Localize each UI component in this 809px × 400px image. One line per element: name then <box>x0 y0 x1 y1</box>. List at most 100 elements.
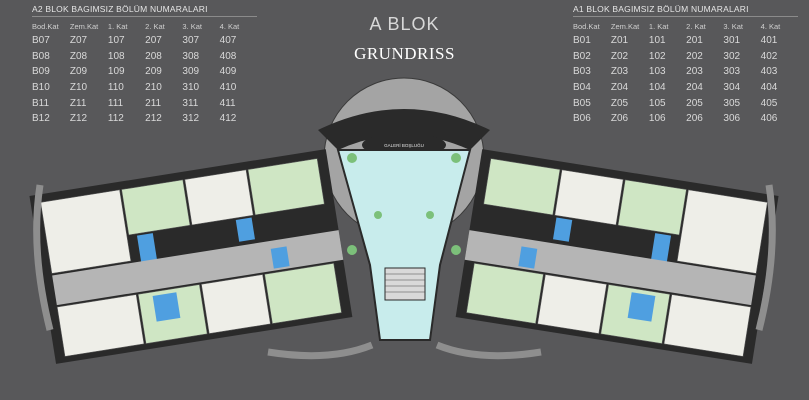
right-bottom-balcony <box>435 341 542 360</box>
unit-room <box>483 158 561 216</box>
table-cell: 110 <box>107 82 124 94</box>
table-cell: 203 <box>686 66 703 78</box>
table-cell: B10 <box>32 82 50 94</box>
column-header: 3. Kat <box>182 22 203 31</box>
table-cell: 402 <box>760 50 778 62</box>
table-cell: 209 <box>145 66 162 78</box>
table-cell: B04 <box>573 82 591 94</box>
table-cell: Z05 <box>610 97 629 109</box>
table-header-row: Bod.Kat Zem.Kat 1. Kat 2. Kat 3. Kat 4. … <box>573 20 798 33</box>
table-cell: 308 <box>182 50 200 62</box>
table-row: B11 Z11 111 211 311 411 <box>32 95 257 111</box>
table-cell: 104 <box>648 82 666 94</box>
table-cell: 102 <box>648 50 666 62</box>
unit-room <box>537 274 607 334</box>
a2-unit-number-table: Bod.Kat Zem.Kat 1. Kat 2. Kat 3. Kat 4. … <box>32 20 257 127</box>
table-header-row: Bod.Kat Zem.Kat 1. Kat 2. Kat 3. Kat 4. … <box>32 20 257 33</box>
table-cell: 206 <box>686 113 703 125</box>
table-cell: 303 <box>723 66 741 78</box>
table-cell: 107 <box>107 35 125 47</box>
table-row: B12 Z12 112 212 312 412 <box>32 111 257 127</box>
table-cell: Z03 <box>610 66 629 78</box>
column-header: 2. Kat <box>686 22 706 31</box>
column-header: Bod.Kat <box>573 22 600 31</box>
table-cell: 307 <box>182 35 200 47</box>
column-header: Zem.Kat <box>610 22 640 31</box>
table-cell: Z12 <box>69 113 88 125</box>
pool-blue <box>136 233 158 264</box>
table-row: B07 Z07 107 207 307 407 <box>32 33 257 49</box>
unit-room <box>247 158 325 216</box>
table-cell: Z04 <box>610 82 629 94</box>
column-header: 2. Kat <box>145 22 165 31</box>
table-cell: 305 <box>723 97 741 109</box>
unit-room <box>466 262 544 324</box>
table-cell: 105 <box>648 97 666 109</box>
column-header: 3. Kat <box>723 22 744 31</box>
table-cell: Z08 <box>69 50 88 62</box>
table-cell: 205 <box>686 97 703 109</box>
table-cell: 204 <box>686 82 703 94</box>
table-cell: 106 <box>648 113 666 125</box>
table-cell: 207 <box>145 35 162 47</box>
a1-unit-number-table: Bod.Kat Zem.Kat 1. Kat 2. Kat 3. Kat 4. … <box>573 20 798 127</box>
table-cell: B03 <box>573 66 591 78</box>
table-cell: 306 <box>723 113 741 125</box>
unit-room <box>676 189 768 274</box>
table-row: B06 Z06 106 206 306 406 <box>573 111 798 127</box>
column-header: Zem.Kat <box>69 22 99 31</box>
table-cell: B01 <box>573 35 591 47</box>
table-cell: 404 <box>760 82 778 94</box>
a1-table-title: A1 BLOK BAGIMSIZ BÖLÜM NUMARALARI <box>573 4 798 17</box>
table-cell: 407 <box>219 35 237 47</box>
table-cell: Z06 <box>610 113 629 125</box>
pool-blue <box>553 217 573 242</box>
table-cell: B09 <box>32 66 50 78</box>
table-cell: 309 <box>182 66 200 78</box>
gallery-roof <box>318 109 490 150</box>
table-row: B05 Z05 105 205 305 405 <box>573 95 798 111</box>
table-cell: 302 <box>723 50 741 62</box>
left-corridor <box>52 230 344 306</box>
right-end-balcony <box>755 184 776 331</box>
table-cell: 208 <box>145 50 162 62</box>
table-cell: 103 <box>648 66 666 78</box>
table-cell: 411 <box>219 97 236 109</box>
table-row: B10 Z10 110 210 310 410 <box>32 80 257 96</box>
unit-room <box>554 169 624 226</box>
table-cell: 310 <box>182 82 200 94</box>
table-cell: 202 <box>686 50 703 62</box>
table-cell: 311 <box>182 97 199 109</box>
table-cell: B07 <box>32 35 50 47</box>
table-cell: 109 <box>107 66 125 78</box>
table-cell: 406 <box>760 113 778 125</box>
table-cell: 304 <box>723 82 741 94</box>
right-wing <box>455 149 779 364</box>
pool-blue <box>235 217 255 242</box>
stair-treads <box>385 273 425 293</box>
table-cell: 408 <box>219 50 237 62</box>
column-header: Bod.Kat <box>32 22 59 31</box>
unit-room <box>56 294 145 357</box>
table-cell: Z10 <box>69 82 88 94</box>
left-end-balcony <box>33 184 54 331</box>
central-stair <box>384 267 426 301</box>
table-cell: 301 <box>723 35 741 47</box>
table-cell: B06 <box>573 113 591 125</box>
unit-room <box>40 189 132 274</box>
pool-blue <box>518 246 538 269</box>
left-bottom-balcony <box>267 341 374 360</box>
table-row: B02 Z02 102 202 302 402 <box>573 49 798 65</box>
unit-room <box>121 179 191 236</box>
table-row: B09 Z09 109 209 309 409 <box>32 64 257 80</box>
table-cell: 210 <box>145 82 162 94</box>
a2-block-unit-table: A2 BLOK BAGIMSIZ BÖLÜM NUMARALARI Bod.Ka… <box>32 4 257 127</box>
plan-title: GRUNDRISS <box>354 44 455 63</box>
table-cell: B05 <box>573 97 591 109</box>
unit-room <box>184 169 254 226</box>
block-title: A BLOK <box>369 14 440 34</box>
table-cell: 401 <box>760 35 778 47</box>
unit-room <box>663 294 752 357</box>
table-cell: 211 <box>145 97 162 109</box>
table-cell: 111 <box>107 97 124 109</box>
